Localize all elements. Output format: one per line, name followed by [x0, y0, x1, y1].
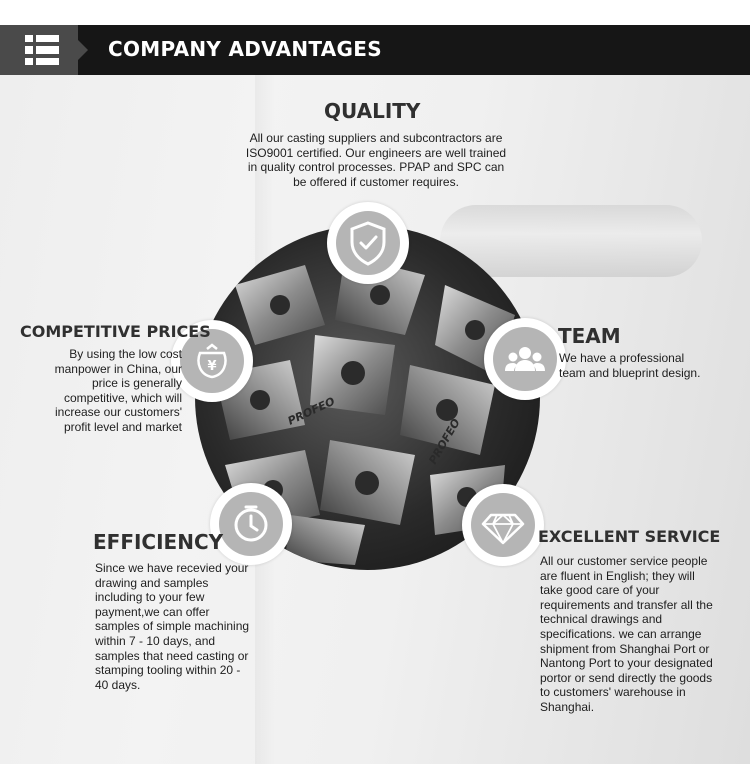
team-icon	[505, 347, 545, 371]
door-handle-background	[440, 205, 702, 277]
team-text: We have a professional team and blueprin…	[559, 351, 701, 380]
page-title: COMPANY ADVANTAGES	[108, 37, 382, 61]
yen-coin-icon: ¥	[197, 343, 227, 379]
shield-check-icon	[350, 221, 386, 266]
efficiency-heading: EFFICIENCY	[93, 530, 224, 554]
diamond-icon	[481, 513, 525, 545]
efficiency-text: Since we have recevied your drawing and …	[95, 561, 250, 692]
header-icon-box	[0, 25, 88, 75]
quality-heading: QUALITY	[324, 99, 421, 123]
team-heading: TEAM	[558, 324, 621, 348]
svg-text:¥: ¥	[207, 359, 216, 374]
list-icon	[25, 35, 59, 65]
team-badge	[484, 318, 566, 400]
quality-text: All our casting suppliers and subcontrac…	[245, 131, 507, 189]
section-header: COMPANY ADVANTAGES	[0, 25, 750, 75]
excellent-service-badge	[462, 484, 544, 566]
excellent-service-heading: EXCELLENT SERVICE	[538, 527, 721, 546]
competitive-prices-badge: ¥	[171, 320, 253, 402]
excellent-service-text: All our customer service people are flue…	[540, 554, 713, 714]
quality-badge	[327, 202, 409, 284]
efficiency-badge	[210, 483, 292, 565]
competitive-prices-text: By using the low cost manpower in China,…	[54, 347, 182, 434]
clock-icon	[234, 505, 268, 542]
competitive-prices-heading: COMPETITIVE PRICES	[20, 322, 211, 341]
